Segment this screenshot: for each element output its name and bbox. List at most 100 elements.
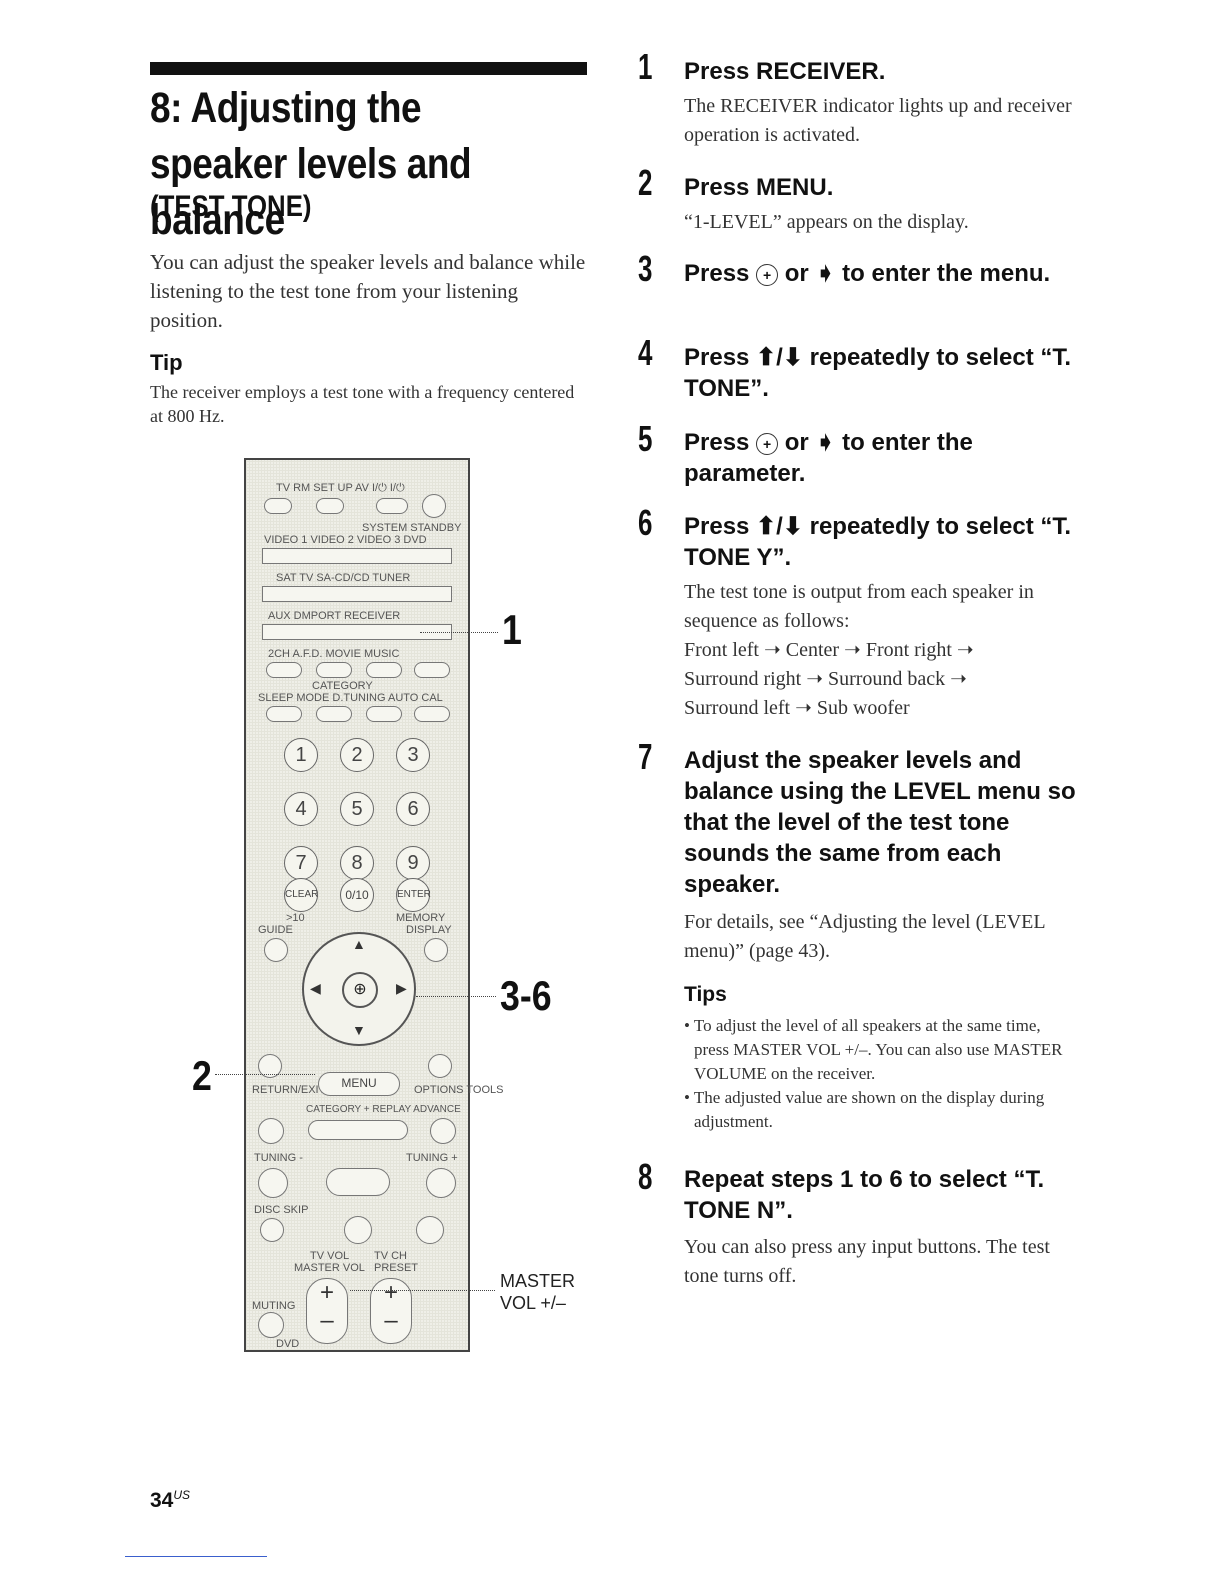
remote-label-standby: SYSTEM STANDBY <box>362 522 462 534</box>
callout-2-leader <box>215 1074 315 1075</box>
step-8-body: You can also press any input buttons. Th… <box>684 1236 1050 1287</box>
remote-enter-button: ENTER <box>396 878 431 912</box>
remote-master-vol-rocker: +– <box>306 1278 348 1344</box>
remote-label-tv-ch: TV CH <box>374 1250 407 1262</box>
footer-rule <box>125 1556 267 1557</box>
step-6-body: The test tone is output from each speake… <box>684 581 1034 632</box>
step-4-number: 4 <box>638 332 653 373</box>
step-5-heading: Press + or ➧ to enter the parameter. <box>684 427 1079 489</box>
remote-label-muting: MUTING <box>252 1300 296 1312</box>
remote-music-button <box>414 662 450 678</box>
remote-label-guide: GUIDE <box>258 924 293 936</box>
remote-play-button <box>326 1168 390 1196</box>
remote-pause-button <box>344 1216 372 1244</box>
step-6-sequence-3: Surround left ➝ Sub woofer <box>684 697 910 719</box>
step-5-heading-a: Press <box>684 429 750 456</box>
remote-stop-button <box>416 1216 444 1244</box>
remote-replay-advance-button <box>308 1120 408 1140</box>
remote-mode-button <box>316 706 352 722</box>
remote-2ch-button <box>266 662 302 678</box>
remote-num-6: 6 <box>396 792 430 826</box>
remote-preset-rocker: +– <box>370 1278 412 1344</box>
step-5-heading-b: or ➧ to enter the parameter. <box>684 429 973 487</box>
remote-label-tuning-plus: TUNING + <box>406 1152 458 1164</box>
remote-illustration: TV RM SET UP AV I/⏻ I/⏻ SYSTEM STANDBY V… <box>244 458 503 1352</box>
step-6-number: 6 <box>638 502 653 543</box>
tips-list: • To adjust the level of all speakers at… <box>684 1014 1079 1134</box>
remote-label-preset: PRESET <box>374 1262 419 1274</box>
callout-36-leader <box>416 996 496 997</box>
remote-guide-button <box>264 938 288 962</box>
remote-disc-skip-button <box>260 1218 284 1242</box>
remote-rm-button <box>316 498 344 514</box>
remote-menu-button: MENU <box>318 1072 400 1096</box>
tip-heading: Tip <box>150 350 183 375</box>
remote-num-7: 7 <box>284 846 318 880</box>
remote-sleep-button <box>266 706 302 722</box>
remote-label-2ch: 2CH A.F.D. MOVIE MUSIC <box>268 648 400 660</box>
remote-movie-button <box>366 662 402 678</box>
step-7-number: 7 <box>638 736 653 777</box>
step-2-heading: Press MENU. <box>684 174 834 201</box>
remote-num-4: 4 <box>284 792 318 826</box>
remote-label-top: TV RM SET UP AV I/⏻ I/⏻ <box>276 482 405 494</box>
step-3-heading-a: Press <box>684 260 750 287</box>
step-3-heading: Press + or ➧ to enter the menu. <box>684 258 1079 289</box>
remote-display-button <box>424 938 448 962</box>
remote-label-dvd: DVD <box>276 1338 300 1350</box>
step-2-number: 2 <box>638 162 653 203</box>
page-number: 34US <box>150 1488 190 1513</box>
remote-label-sat: SAT TV SA-CD/CD TUNER <box>276 572 411 584</box>
dpad-up-icon: ▲ <box>352 938 366 953</box>
callout-3-6: 3-6 <box>500 972 552 1019</box>
tips-heading: Tips <box>684 983 727 1006</box>
callout-1: 1 <box>502 606 522 653</box>
step-7-body: For details, see “Adjusting the level (L… <box>684 911 1045 962</box>
remote-label-memory: MEMORY <box>396 912 446 924</box>
step-7-heading: Adjust the speaker levels and balance us… <box>684 747 1076 898</box>
remote-rewind-button <box>258 1168 288 1198</box>
page-number-value: 34 <box>150 1489 174 1512</box>
step-4-heading: Press ⬆/⬇ repeatedly to select “T. TONE”… <box>684 344 1072 402</box>
remote-num-9: 9 <box>396 846 430 880</box>
callout-master-vol: MASTER VOL +/– <box>500 1271 576 1313</box>
enter-button-icon: + <box>756 263 779 286</box>
dpad-down-icon: ▼ <box>352 1024 366 1039</box>
remote-num-5: 5 <box>340 792 374 826</box>
step-2-body: “1-LEVEL” appears on the display. <box>684 211 969 233</box>
tip-text: The receiver employs a test tone with a … <box>150 382 575 426</box>
step-3-number: 3 <box>638 248 653 289</box>
remote-prev-button <box>258 1118 284 1144</box>
title-rule <box>150 62 587 75</box>
callout-master-leader <box>350 1290 495 1291</box>
remote-num-2: 2 <box>340 738 374 772</box>
tips-item: • To adjust the level of all speakers at… <box>684 1016 1063 1083</box>
step-6-heading: Press ⬆/⬇ repeatedly to select “T. TONE … <box>684 513 1072 571</box>
tips-item: • The adjusted value are shown on the di… <box>684 1088 1045 1131</box>
remote-label-master-vol: MASTER VOL <box>294 1262 365 1274</box>
remote-av-power-button <box>376 498 408 514</box>
dpad-left-icon: ◀ <box>310 982 321 997</box>
remote-input-row-2 <box>262 586 452 602</box>
step-3-heading-b: or ➧ to enter the menu. <box>784 260 1051 287</box>
step-8-number: 8 <box>638 1156 653 1197</box>
page-number-suffix: US <box>173 1488 191 1502</box>
remote-label-ten: >10 <box>286 912 305 924</box>
remote-options-button <box>428 1054 452 1078</box>
remote-muting-button <box>258 1312 284 1338</box>
remote-label-return: RETURN/EXIT <box>252 1084 326 1096</box>
remote-label-options: OPTIONS TOOLS <box>414 1084 504 1096</box>
step-8-heading: Repeat steps 1 to 6 to select “T. TONE N… <box>684 1166 1045 1224</box>
remote-ffwd-button <box>426 1168 456 1198</box>
remote-label-category: CATEGORY <box>312 680 373 692</box>
step-1-number: 1 <box>638 46 653 87</box>
page-subtitle: (TEST TONE) <box>150 190 312 223</box>
page-title: 8: Adjusting the speaker levels and bala… <box>150 84 472 244</box>
callout-1-leader <box>420 632 498 633</box>
step-1-heading: Press RECEIVER. <box>684 58 886 85</box>
remote-label-tuning-minus: TUNING - <box>254 1152 303 1164</box>
remote-label-tv-vol: TV VOL <box>310 1250 350 1262</box>
remote-tv-button <box>264 498 292 514</box>
remote-label-category-replay: CATEGORY + REPLAY ADVANCE <box>306 1104 461 1115</box>
remote-afd-button <box>316 662 352 678</box>
